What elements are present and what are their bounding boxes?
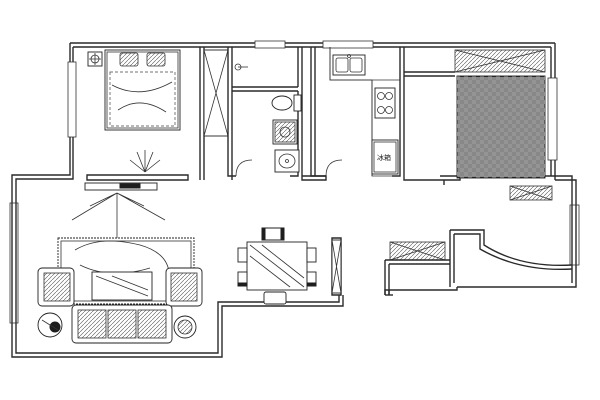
window-study <box>547 77 558 161</box>
wine-cabinet <box>331 239 342 294</box>
window-kitchen <box>322 40 374 49</box>
pillow-left <box>119 52 139 67</box>
double-bed <box>104 49 181 131</box>
room-kitchen: 冰箱 <box>329 47 400 177</box>
side-table-right <box>173 315 197 339</box>
ceiling-light-living <box>71 192 166 240</box>
washbasin <box>274 149 300 173</box>
window-bathroom <box>254 40 286 49</box>
side-table-left <box>37 312 63 338</box>
washing-machine <box>272 119 298 145</box>
gas-stove <box>374 87 396 119</box>
room-hall <box>384 229 573 295</box>
toilet <box>271 94 302 112</box>
tv <box>119 183 141 189</box>
nightstand-lamp <box>87 51 103 67</box>
window-bedroom <box>67 61 77 138</box>
room-bathroom <box>234 63 302 173</box>
wardrobe <box>203 49 229 137</box>
bedsheet <box>111 81 173 113</box>
pillow-right <box>146 52 166 67</box>
refrigerator-label: 冰箱 <box>377 153 391 162</box>
outer-walls <box>9 40 580 358</box>
dining-chairs <box>237 227 317 305</box>
door-arcs <box>235 159 343 177</box>
refrigerator: 冰箱 <box>371 139 399 175</box>
kitchen-sink <box>332 54 366 76</box>
ceiling-light-bedroom <box>129 150 161 173</box>
tatami-rug <box>456 75 546 179</box>
three-seat-sofa <box>71 304 173 344</box>
room-study <box>454 49 553 201</box>
coffee-table <box>91 271 153 301</box>
room-living <box>37 182 203 344</box>
shower-tap <box>234 63 248 71</box>
room-bedroom <box>87 49 181 173</box>
armchair-right <box>165 267 203 307</box>
window-hall <box>569 204 580 266</box>
room-dining <box>237 227 342 305</box>
armchair-left <box>37 267 75 307</box>
window-living <box>9 202 19 324</box>
